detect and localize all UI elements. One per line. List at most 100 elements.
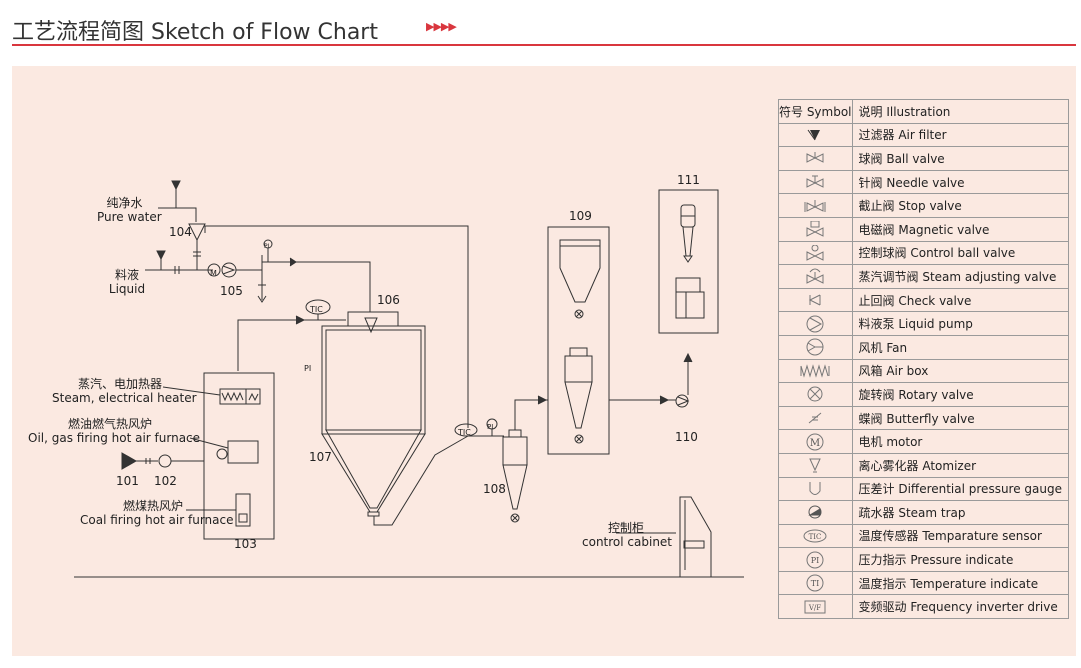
legend-row: V/F 变频驱动 Frequency inverter drive [778, 594, 1070, 620]
furnace-cn: 燃油燃气热风炉 [67, 417, 152, 431]
legend-row: 截止阀 Stop valve [778, 193, 1070, 218]
legend-row: 蝶阀 Butterfly valve [778, 405, 1070, 431]
liquid-label: 料液 Liquid [107, 268, 147, 296]
legend-row: 球阀 Ball valve [778, 146, 1070, 171]
pure-water-label: 纯净水 Pure water [97, 196, 162, 224]
heater-cn: 蒸汽、电加热器 [77, 377, 162, 391]
motor-111-icon [675, 277, 705, 319]
atomizer-icon [809, 458, 822, 473]
air-filter-101-icon [121, 452, 138, 470]
cyclone-108 [502, 429, 528, 523]
cabinet-cn: 控制柜 [607, 521, 644, 535]
legend-header-symbol: 符号 Symbol [778, 99, 853, 124]
legend-row: 料液泵 Liquid pump [778, 311, 1070, 336]
legend-header-desc: 说明 Illustration [851, 99, 1070, 124]
bag-filter-109-icon [559, 239, 601, 319]
legend-row: 旋转阀 Rotary valve [778, 382, 1070, 407]
legend-row: PI 压力指示 Pressure indicate [778, 547, 1070, 572]
equipment-box-111 [658, 189, 719, 334]
liquid-filter-icon [156, 250, 166, 270]
control-ball-valve-icon [806, 244, 824, 261]
label-101: 101 [116, 474, 139, 488]
pure-water-filter-icon [158, 180, 197, 222]
cyclone-cabinet-109 [547, 226, 610, 455]
needle-valve-icon [806, 175, 824, 188]
legend-text: 电磁阀 Magnetic valve [851, 216, 1070, 242]
legend-text: 料液泵 Liquid pump [851, 311, 1070, 336]
legend-text: 蝶阀 Butterfly valve [851, 405, 1070, 431]
legend-text: 蒸汽调节阀 Steam adjusting valve [851, 264, 1070, 289]
label-110: 110 [675, 430, 698, 444]
page-header: 工艺流程简图 Sketch of Flow Chart ▶▶▶▶ [12, 12, 1076, 46]
cyclone-109-icon [564, 347, 593, 444]
pressure-indicate-icon: PI [806, 551, 824, 569]
frequency-inverter-icon: V/F [804, 600, 826, 614]
butterfly-valve-icon [808, 412, 822, 424]
legend-text: 控制球阀 Control ball valve [851, 240, 1070, 266]
legend-row: M 电机 motor [778, 429, 1070, 454]
pi-small-label: PI [264, 243, 270, 250]
legend-text: 风箱 Air box [851, 358, 1070, 384]
coal-furnace-icon [235, 493, 251, 527]
symbol-legend-table: 符号 Symbol 说明 Illustration 过滤器 Air filter… [778, 99, 1070, 620]
legend-row: 控制球阀 Control ball valve [778, 240, 1070, 266]
atomizer-106-icon [364, 317, 378, 334]
motor-letter-105: M [210, 269, 217, 278]
page-title: 工艺流程简图 Sketch of Flow Chart [12, 20, 378, 45]
label-108: 108 [483, 482, 506, 496]
check-valve-icon [809, 294, 821, 306]
heater-en: Steam, electrical heater [52, 391, 197, 405]
legend-text: 旋转阀 Rotary valve [851, 382, 1070, 407]
liquid-pump-icon [806, 315, 824, 333]
label-102: 102 [154, 474, 177, 488]
stop-valve-icon [804, 199, 826, 212]
legend-text: 温度传感器 Temparature sensor [851, 523, 1070, 549]
fan-102-icon [158, 454, 172, 468]
legend-row: 过滤器 Air filter [778, 122, 1070, 148]
heater-label: 蒸汽、电加热器 Steam, electrical heater [52, 377, 197, 405]
pure-water-en: Pure water [97, 210, 162, 224]
tic-top-label: TIC [310, 305, 323, 314]
steam-adjusting-valve-icon [806, 268, 824, 285]
temperature-sensor-icon: TIC [803, 529, 827, 543]
fan-icon [806, 338, 824, 356]
atomizer-106-box [347, 311, 399, 327]
legend-row: 压差计 Differential pressure gauge [778, 476, 1070, 502]
vf-icon-text: V/F [808, 604, 821, 612]
furnace-en: Oil, gas firing hot air furnace [28, 431, 201, 445]
legend-text: 压力指示 Pressure indicate [851, 547, 1070, 572]
control-cabinet-icon [679, 496, 712, 578]
label-103: 103 [234, 537, 257, 551]
pi-right-label: PI [487, 423, 494, 431]
steam-trap-icon [808, 505, 822, 519]
ti-icon-text: TI [811, 579, 820, 588]
label-105: 105 [220, 284, 243, 298]
label-104: 104 [169, 225, 192, 239]
legend-text: 球阀 Ball valve [851, 146, 1070, 171]
legend-row: 风箱 Air box [778, 358, 1070, 384]
magnetic-valve-icon [806, 221, 824, 238]
ball-valve-icon [806, 152, 824, 164]
liquid-en: Liquid [108, 282, 146, 296]
legend-text: 疏水器 Steam trap [851, 500, 1070, 525]
title-arrows-icon: ▶▶▶▶ [426, 20, 457, 33]
atomizer-111-icon [680, 204, 696, 263]
pi-left-label: PI [304, 364, 312, 373]
cabinet-en: control cabinet [582, 535, 673, 549]
motor-105-icon [207, 263, 221, 277]
label-106: 106 [377, 293, 400, 307]
legend-row: 针阀 Needle valve [778, 169, 1070, 195]
legend-row: 止回阀 Check valve [778, 287, 1070, 313]
rotary-valve-icon [807, 386, 823, 402]
coal-cn: 燃煤热风炉 [122, 499, 183, 513]
heater-housing-103 [203, 372, 275, 540]
air-box-icon [800, 364, 830, 378]
tic-icon-text: TIC [809, 533, 822, 541]
legend-header-row: 符号 Symbol 说明 Illustration [778, 99, 1070, 124]
motor-icon: M [806, 433, 824, 451]
legend-row: 风机 Fan [778, 334, 1070, 360]
exhaust-fan-110-icon [675, 394, 689, 408]
temperature-indicate-icon: TI [806, 574, 824, 592]
legend-row: 疏水器 Steam trap [778, 500, 1070, 525]
